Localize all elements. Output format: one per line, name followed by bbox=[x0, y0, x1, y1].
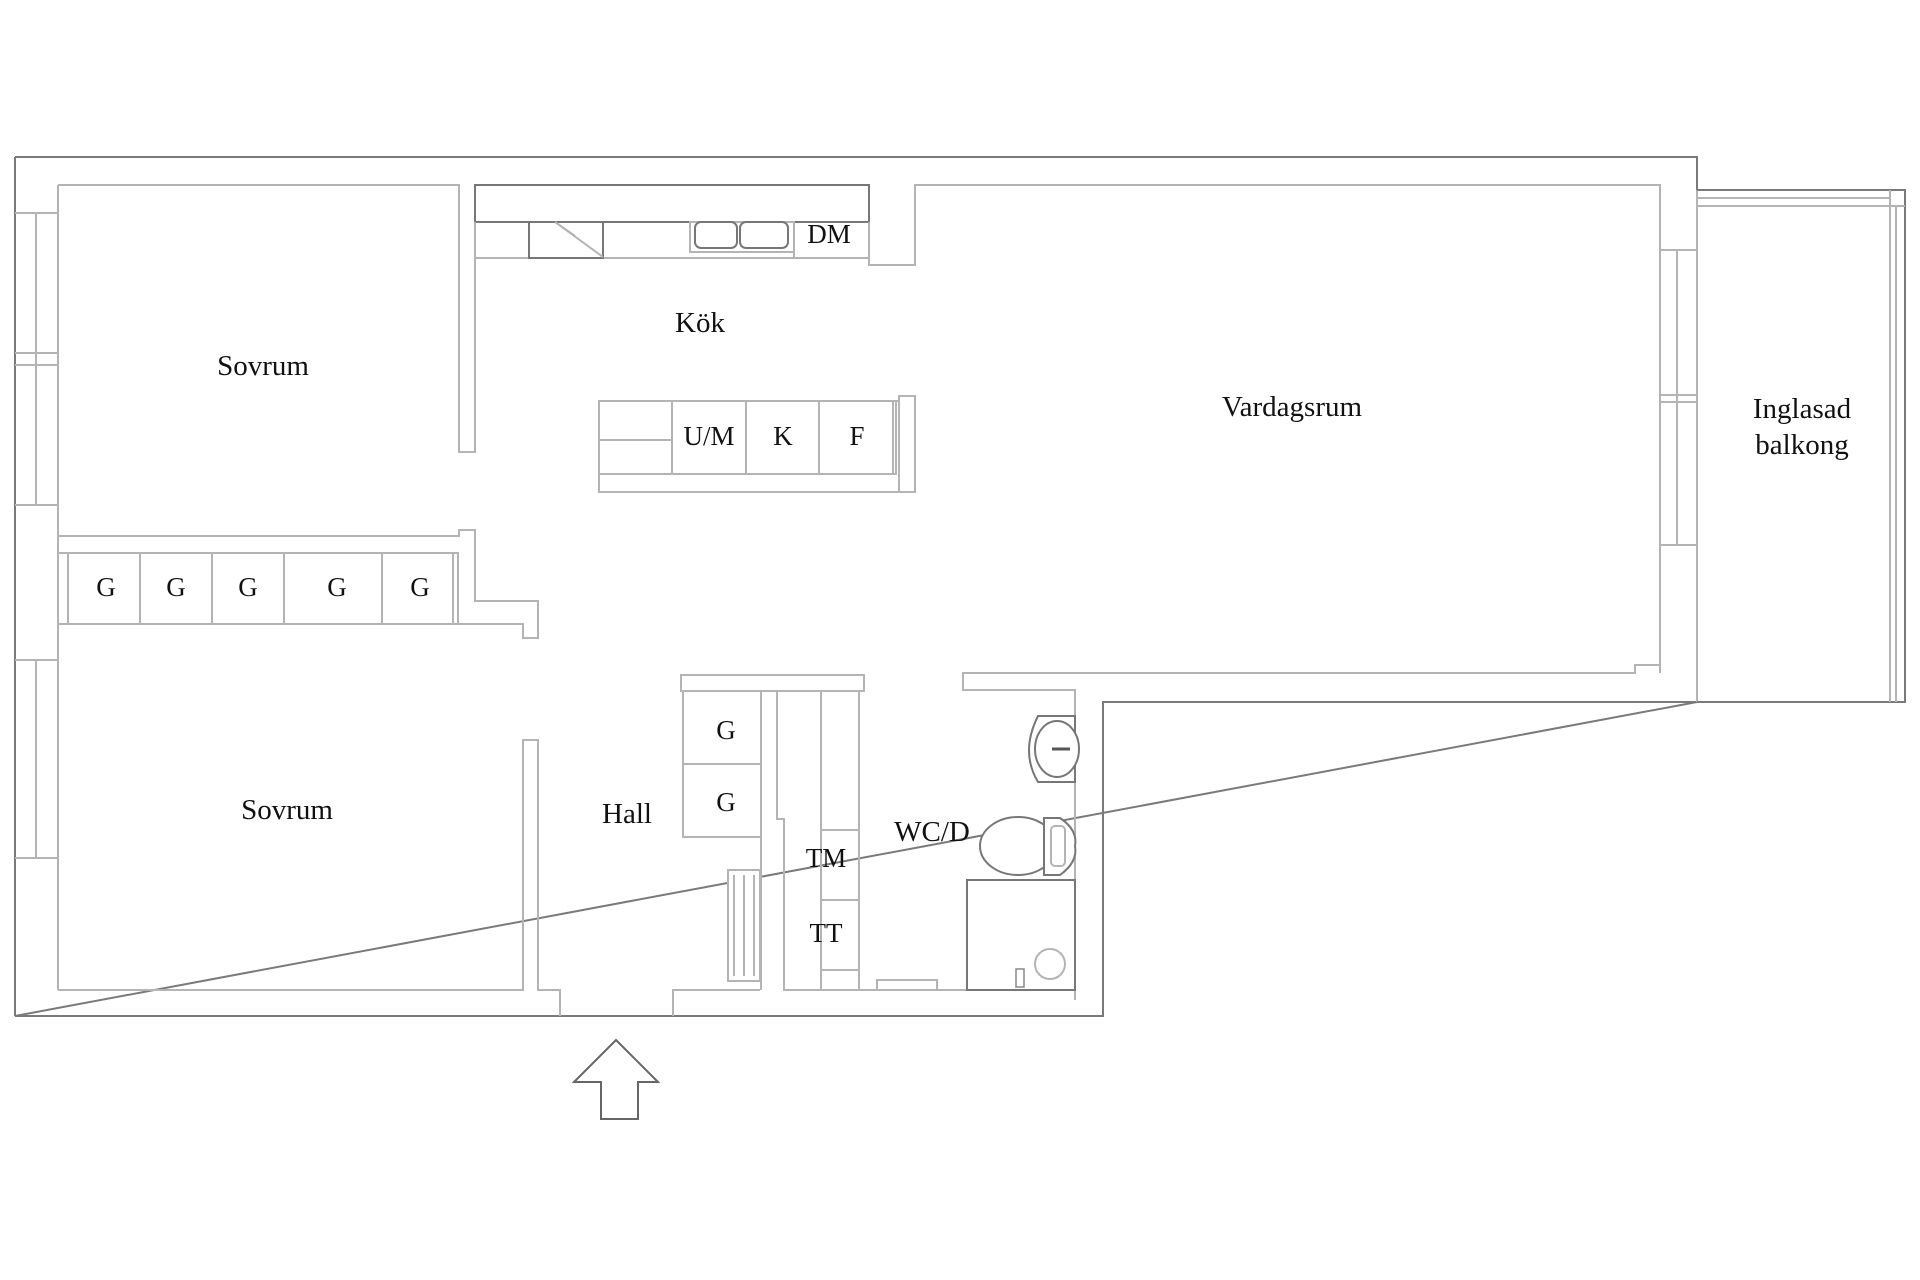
fixture-label-oven-micro: U/M bbox=[683, 421, 735, 452]
window-bedroom-top bbox=[15, 212, 58, 506]
wardrobe-label: G bbox=[238, 572, 258, 603]
fixture-label-dryer: TT bbox=[809, 918, 843, 949]
balcony-label-line1: Inglasad bbox=[1752, 392, 1852, 425]
room-label-bathroom: WC/D bbox=[894, 815, 970, 848]
room-label-bedroom-bottom: Sovrum bbox=[241, 793, 333, 826]
wardrobe-label: G bbox=[327, 572, 347, 603]
wardrobe-label: G bbox=[166, 572, 186, 603]
hall-wardrobes bbox=[680, 674, 865, 990]
kitchen-island bbox=[598, 395, 916, 493]
laundry-column bbox=[776, 690, 860, 991]
hall-wardrobe-label: G bbox=[716, 715, 736, 746]
outer-wall bbox=[14, 156, 1698, 1017]
wardrobe-label: G bbox=[96, 572, 116, 603]
bedroom-bottom-walls bbox=[58, 739, 760, 1016]
wardrobe-label: G bbox=[410, 572, 430, 603]
bathroom bbox=[859, 715, 1080, 991]
fixture-label-freezer: F bbox=[849, 421, 865, 452]
fixture-label-fridge: K bbox=[773, 421, 793, 452]
window-bedroom-bottom bbox=[15, 659, 58, 859]
fixture-label-dishwasher: DM bbox=[807, 219, 851, 250]
room-label-living-room: Vardagsrum bbox=[1221, 390, 1363, 423]
balcony-label-line2: balkong bbox=[1755, 429, 1849, 461]
hall-wardrobe-label: G bbox=[716, 787, 736, 818]
balcony bbox=[1697, 189, 1906, 703]
room-label-bedroom-top: Sovrum bbox=[217, 349, 309, 382]
bedroom-top-walls bbox=[57, 184, 539, 990]
kitchen-living-wall bbox=[868, 184, 1661, 266]
kitchen-counter bbox=[474, 184, 870, 259]
wardrobe-row bbox=[57, 552, 459, 625]
room-label-hall: Hall bbox=[602, 797, 652, 830]
room-label-balcony: Inglasad balkong bbox=[1753, 391, 1851, 464]
arrow-up-icon bbox=[571, 1038, 661, 1120]
fixture-label-washer: TM bbox=[805, 843, 847, 874]
room-label-kitchen: Kök bbox=[675, 306, 725, 339]
window-living-room bbox=[962, 185, 1697, 1000]
